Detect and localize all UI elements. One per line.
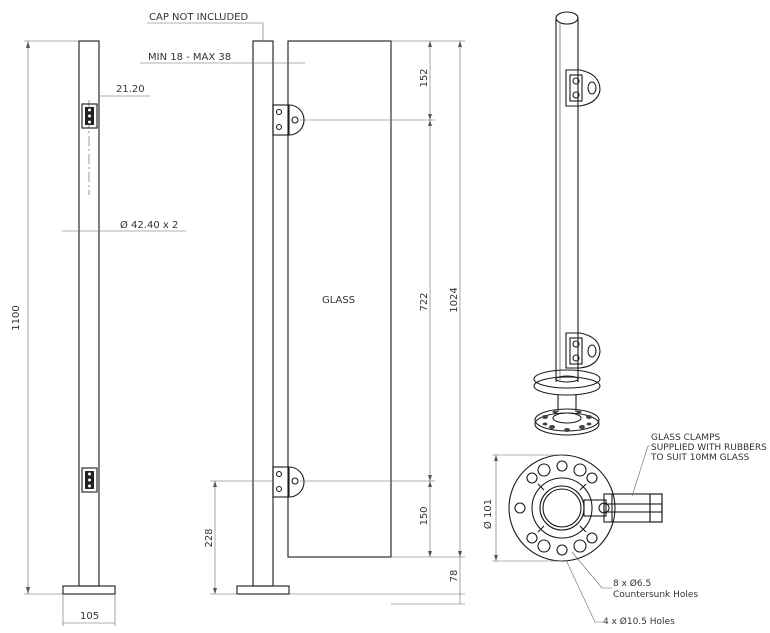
middle-lower-clamp xyxy=(272,466,305,498)
holes-note: 4 x Ø10.5 Holes xyxy=(603,616,675,627)
isometric-view xyxy=(533,11,601,436)
mounting-holes xyxy=(537,463,587,553)
glass-gap-note: MIN 18 - MAX 38 xyxy=(148,52,231,63)
dim-total-height: 1100 xyxy=(11,305,22,330)
lower-clamp-side xyxy=(81,467,98,493)
iso-upper-clamp xyxy=(565,69,601,107)
dim-base-width: 105 xyxy=(80,611,99,622)
dim-bottom-gap: 150 xyxy=(419,506,430,525)
clamp-note-line-3: TO SUIT 10MM GLASS xyxy=(650,453,750,463)
countersunk-holes xyxy=(514,460,610,556)
iso-lower-clamp xyxy=(565,332,601,369)
dim-clamp-offset: 21.20 xyxy=(116,84,145,95)
dim-clamp-spacing: 722 xyxy=(419,292,430,311)
middle-post-base xyxy=(236,585,290,595)
clamp-note-line-2: SUPPLIED WITH RUBBERS xyxy=(651,443,767,453)
glass-panel xyxy=(287,40,392,558)
upper-clamp-side xyxy=(81,103,98,129)
dim-glass-height: 1024 xyxy=(449,287,460,312)
middle-upper-clamp xyxy=(272,104,305,136)
dim-base-clearance: 78 xyxy=(449,570,460,583)
base-plan-view: Ø 101 GLASS CLAMPS SUPPLIED WITH RUBBERS… xyxy=(482,433,767,627)
cap-note: CAP NOT INCLUDED xyxy=(149,12,248,23)
clamp-note-line-1: GLASS CLAMPS xyxy=(651,433,720,443)
countersunk-note-line-2: Countersunk Holes xyxy=(613,590,698,600)
post-front-view: 1100 21.20 Ø 42.40 x 2 105 xyxy=(11,40,186,626)
post-base xyxy=(62,585,116,595)
dim-top-gap: 152 xyxy=(419,68,430,87)
glass-label: GLASS xyxy=(322,295,355,306)
dim-clamp-height: 228 xyxy=(204,528,215,547)
plan-clamp xyxy=(583,493,663,523)
dim-post-diameter: Ø 42.40 x 2 xyxy=(120,219,178,231)
countersunk-note-line-1: 8 x Ø6.5 xyxy=(613,578,651,589)
dim-base-diameter: Ø 101 xyxy=(482,499,494,529)
middle-post-body xyxy=(252,40,274,587)
post-glass-view: GLASS CAP NOT INCLUDED MIN 18 - MAX 38 xyxy=(140,12,465,605)
